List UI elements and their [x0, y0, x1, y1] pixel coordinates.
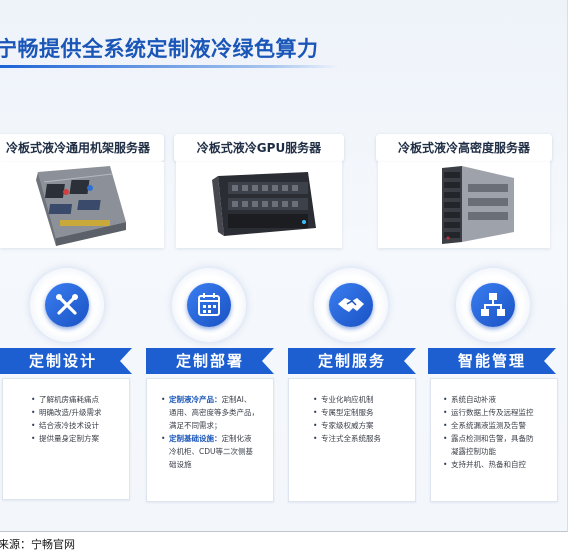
list-item: 专业化响应机制 — [313, 393, 415, 406]
list-item: 定制基础设施：定制化液 冷机柜、CDU等二次侧基 础设施 — [161, 432, 273, 471]
list-item: 明确改造/升级需求 — [31, 406, 129, 419]
list-item: 专注式全系统服务 — [313, 432, 415, 445]
pillar-icon-design — [30, 268, 104, 342]
list-item: 提供量身定制方案 — [31, 432, 129, 445]
page-title: 宁畅提供全系统定制液冷绿色算力 — [0, 37, 319, 61]
pillar-box-service: 专业化响应机制 专属型定制服务 专家级权威方案 专注式全系统服务 — [288, 378, 416, 502]
pillar-title-deploy: 定制部署 — [146, 348, 274, 374]
list-item: 了解机房痛耗痛点 — [31, 393, 129, 406]
product-image-rack — [0, 162, 164, 248]
handshake-icon — [338, 298, 364, 312]
product-image-gpu — [176, 162, 342, 248]
network-icon — [481, 293, 505, 316]
list-item: 全系统漏液监测及告警 — [443, 419, 557, 432]
source-note: 来源：宁畅官网 — [0, 538, 75, 551]
pillar-box-deploy: 定制液冷产品：定制AI、 通用、高密度等多类产品， 满足不同需求； 定制基础设施… — [146, 378, 274, 502]
list-item: 专属型定制服务 — [313, 406, 415, 419]
pillar-box-manage: 系统自动补液 运行数据上传及远程监控 全系统漏液监测及告警 露点检测和告警，具备… — [430, 378, 558, 502]
list-item: 系统自动补液 — [443, 393, 557, 406]
pillar-box-design: 了解机房痛耗痛点 明确改造/升级需求 结合液冷技术设计 提供量身定制方案 — [2, 378, 130, 500]
list-item: 定制液冷产品：定制AI、 通用、高密度等多类产品， 满足不同需求； — [161, 393, 273, 432]
list-item: 专家级权威方案 — [313, 419, 415, 432]
pillar-title-design: 定制设计 — [0, 348, 132, 374]
list-item: 运行数据上传及远程监控 — [443, 406, 557, 419]
pillar-icon-deploy — [172, 268, 246, 342]
pillar-title-manage: 智能管理 — [428, 348, 556, 374]
product-label-rack: 冷板式液冷通用机架服务器 — [0, 134, 164, 162]
product-label-gpu: 冷板式液冷GPU服务器 — [174, 134, 344, 162]
list-item: 结合液冷技术设计 — [31, 419, 129, 432]
pillar-icon-service — [314, 268, 388, 342]
tools-icon — [56, 294, 78, 315]
calendar-icon — [198, 293, 220, 316]
pillar-icon-manage — [456, 268, 530, 342]
title-underline — [0, 65, 340, 68]
product-image-density — [378, 162, 550, 248]
slide: 宁畅提供全系统定制液冷绿色算力 冷板式液冷通用机架服务器 冷板式液冷GPU服务器… — [0, 0, 568, 532]
list-item: 支持并机、热备和自控 — [443, 458, 557, 471]
pillar-title-service: 定制服务 — [288, 348, 416, 374]
product-label-density: 冷板式液冷高密度服务器 — [376, 134, 552, 162]
